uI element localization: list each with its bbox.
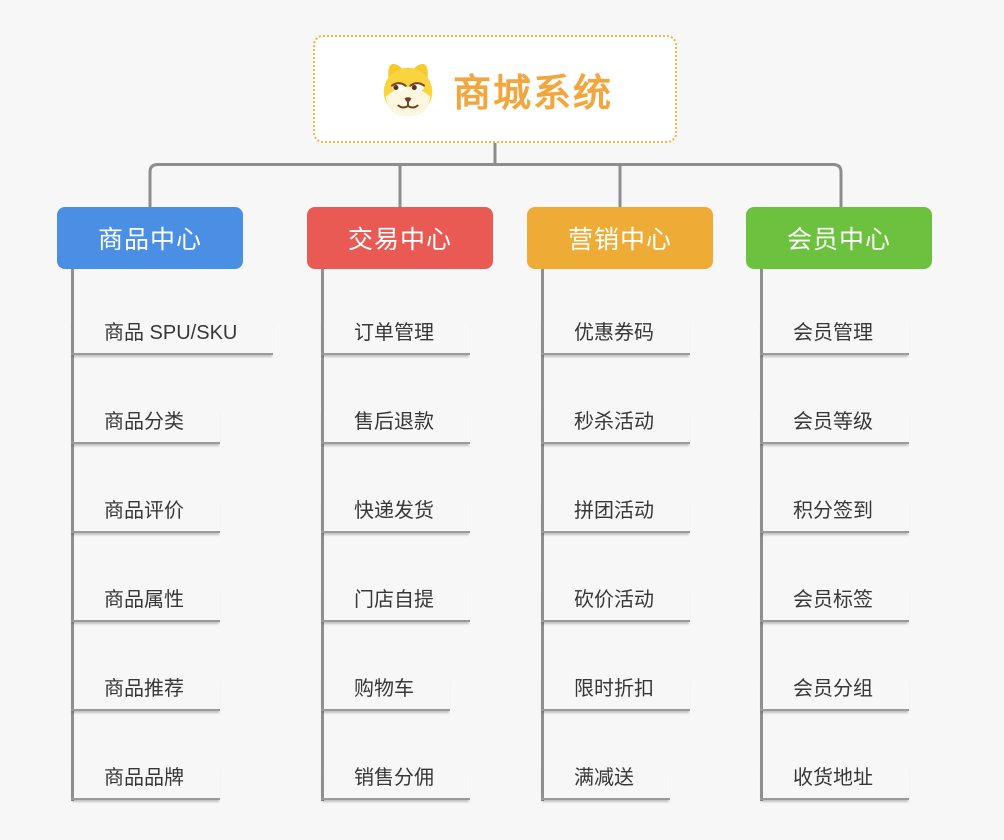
leaf-node[interactable]: 会员等级 bbox=[760, 409, 909, 444]
leaf-node[interactable]: 会员分组 bbox=[760, 676, 909, 711]
leaf-node[interactable]: 门店自提 bbox=[321, 587, 470, 622]
branch-label: 营销中心 bbox=[567, 226, 672, 254]
branch-label: 商品中心 bbox=[97, 226, 202, 254]
root-topic[interactable]: 商城系统 bbox=[313, 35, 677, 143]
leaf-node[interactable]: 优惠券码 bbox=[541, 320, 690, 355]
branch-spine-line bbox=[760, 269, 763, 801]
leaf-node[interactable]: 商品品牌 bbox=[71, 765, 220, 800]
branch-node-marketing-center[interactable]: 营销中心 bbox=[527, 207, 713, 269]
leaf-node[interactable]: 收货地址 bbox=[760, 765, 909, 800]
branch-label: 交易中心 bbox=[347, 226, 452, 254]
leaf-node[interactable]: 商品评价 bbox=[71, 498, 220, 533]
leaf-node[interactable]: 商品属性 bbox=[71, 587, 220, 622]
leaf-node[interactable]: 商品 SPU/SKU bbox=[71, 320, 274, 355]
branch-spine-line bbox=[541, 269, 544, 801]
leaf-node[interactable]: 秒杀活动 bbox=[541, 409, 690, 444]
dog-face-icon bbox=[383, 63, 433, 117]
branch-bus-line bbox=[148, 163, 843, 208]
branch-node-member-center[interactable]: 会员中心 bbox=[746, 207, 932, 269]
leaf-node[interactable]: 销售分佣 bbox=[321, 765, 470, 800]
leaf-node[interactable]: 快递发货 bbox=[321, 498, 470, 533]
leaf-node[interactable]: 购物车 bbox=[321, 676, 450, 711]
leaf-node[interactable]: 积分签到 bbox=[760, 498, 909, 533]
root-topic-title: 商城系统 bbox=[452, 72, 613, 115]
leaf-node[interactable]: 满减送 bbox=[541, 765, 670, 800]
leaf-node[interactable]: 售后退款 bbox=[321, 409, 470, 444]
leaf-node[interactable]: 商品推荐 bbox=[71, 676, 220, 711]
branch-node-trade-center[interactable]: 交易中心 bbox=[307, 207, 493, 269]
leaf-node[interactable]: 拼团活动 bbox=[541, 498, 690, 533]
leaf-node[interactable]: 订单管理 bbox=[321, 320, 470, 355]
leaf-node[interactable]: 商品分类 bbox=[71, 409, 220, 444]
branch-spine-line bbox=[71, 269, 74, 801]
branch-label: 会员中心 bbox=[786, 226, 891, 254]
leaf-node[interactable]: 砍价活动 bbox=[541, 587, 690, 622]
branch-node-product-center[interactable]: 商品中心 bbox=[57, 207, 243, 269]
leaf-node[interactable]: 会员管理 bbox=[760, 320, 909, 355]
branch-spine-line bbox=[321, 269, 324, 801]
leaf-node[interactable]: 限时折扣 bbox=[541, 676, 690, 711]
leaf-node[interactable]: 会员标签 bbox=[760, 587, 909, 622]
